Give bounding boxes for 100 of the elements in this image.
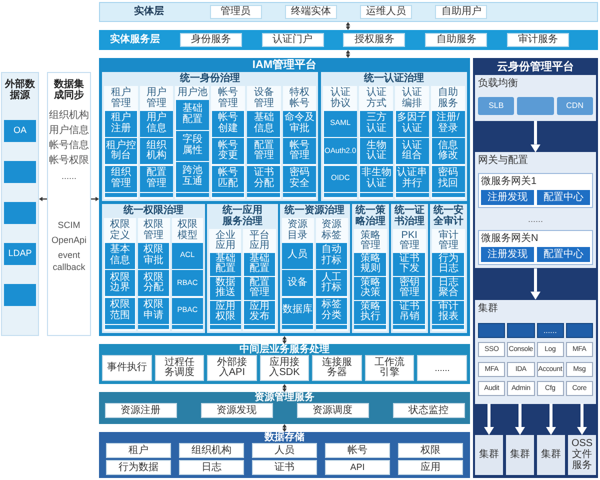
function-box: 非生物认证: [360, 166, 393, 192]
data-source-box: OA: [4, 120, 36, 142]
function-column: [140, 86, 174, 199]
function-column: [282, 218, 314, 331]
service-box: 事件执行: [102, 355, 152, 381]
function-box: 策略执行: [354, 301, 386, 324]
function-box: 基础配置: [176, 100, 209, 130]
function-box: [316, 325, 348, 329]
function-column: [104, 218, 136, 331]
gateway-title: 微服务网关1: [481, 176, 537, 188]
double-arrow: [282, 424, 286, 432]
function-box: [140, 193, 173, 197]
function-box: 日志聚合: [432, 277, 464, 300]
function-box: 生物认证: [360, 138, 393, 164]
function-box: [247, 193, 280, 197]
function-box: [324, 193, 357, 197]
function-box: [212, 193, 244, 197]
storage-box: API: [325, 460, 390, 475]
column-title: 资源目录: [286, 220, 309, 241]
function-box: 配置管理: [244, 277, 276, 300]
function-column: [395, 86, 430, 199]
function-box: [432, 325, 464, 329]
function-column: [359, 86, 394, 199]
function-column: [282, 86, 316, 199]
function-box: 自动打标: [316, 242, 348, 268]
service-box: 外部接入API: [207, 355, 257, 381]
list-text: 帐号权限: [49, 155, 89, 167]
service-box: 授权服务: [343, 33, 406, 47]
entity-box: 管理员: [210, 5, 262, 19]
column-title: 认证编排: [401, 88, 424, 109]
panel-title: 外部数据源: [4, 79, 36, 101]
function-box: 策略规则: [354, 253, 386, 276]
container-box: [478, 323, 506, 338]
storage-box: 权限: [398, 443, 463, 458]
function-box: 数据推送: [210, 277, 241, 300]
layer-title: 数据存储: [264, 432, 304, 443]
module-panel: [280, 204, 350, 333]
storage-box: 行为数据: [106, 460, 171, 475]
list-text: 组织机构: [49, 110, 89, 122]
module-panel: [390, 204, 428, 333]
module-title: 统一策略治理: [354, 206, 386, 227]
service-box: 资源注册: [104, 403, 176, 418]
module-title: 负载均衡: [478, 78, 518, 90]
module-panel: [475, 75, 596, 121]
data-source-box: [4, 161, 36, 183]
node-box: CDN: [556, 96, 593, 114]
double-arrow: [346, 22, 350, 30]
layer-title: 实体层: [134, 6, 164, 18]
arrow: [532, 268, 540, 300]
function-box: 认证组合: [396, 138, 429, 164]
data-source-box: LDAP: [4, 243, 36, 265]
service-box: 应用接入SDK: [260, 355, 310, 381]
function-box: 租户注册: [104, 110, 138, 136]
service-box: 认证门户: [262, 33, 324, 47]
column-title: 用户池: [177, 88, 208, 98]
platform-panel: [473, 58, 598, 478]
module-title: 统一证书治理: [393, 206, 426, 227]
container-box: [566, 323, 593, 338]
function-box: [432, 193, 465, 197]
service-box: 身份服务: [180, 33, 242, 47]
layer-band: [99, 344, 470, 384]
storage-box: 集群: [475, 434, 503, 475]
platform-panel: [99, 58, 470, 336]
layer-band: [99, 432, 470, 478]
function-box: 配置中心: [537, 247, 590, 262]
storage-box: 集群: [537, 434, 565, 475]
module-title: 集群: [478, 302, 498, 315]
layer-band: [99, 2, 598, 22]
panel-title: 数据集成同步: [52, 79, 85, 101]
double-arrow: [282, 384, 286, 392]
function-box: [244, 325, 276, 329]
function-box: 基本信息: [104, 242, 136, 268]
column-title: 权限模型: [176, 220, 198, 241]
column-title: 策略管理: [359, 230, 382, 252]
module-title: 统一权限治理: [124, 206, 184, 216]
function-box: 配置管理: [140, 166, 173, 192]
storage-box: OSS文件服务: [568, 434, 596, 475]
module-panel: [352, 204, 389, 333]
module-panel: [475, 152, 596, 268]
function-box: 帐号变更: [212, 138, 244, 164]
function-box: 标签分类: [316, 298, 348, 324]
column-title: 平台应用: [248, 230, 270, 252]
column-title: 设备管理: [252, 88, 275, 109]
function-box: 人工打标: [316, 270, 348, 296]
function-column: [209, 228, 242, 331]
function-box: 帐号管理: [283, 138, 316, 164]
function-box: 应用权限: [210, 301, 241, 324]
list-text: OpenApi: [51, 234, 87, 246]
layer-title: 实体服务层: [110, 34, 160, 46]
function-box: [104, 193, 138, 197]
function-column: [246, 86, 281, 199]
function-box: 三方认证: [360, 110, 393, 136]
double-arrow: [346, 50, 350, 58]
function-box: 注册/登录: [432, 110, 465, 136]
column-title: 权限管理: [142, 220, 165, 241]
arrow: [516, 404, 524, 435]
entity-box: 自助用户: [435, 5, 488, 19]
function-column: [392, 228, 426, 331]
arrow: [532, 121, 540, 152]
function-box: 证书分配: [247, 166, 280, 192]
